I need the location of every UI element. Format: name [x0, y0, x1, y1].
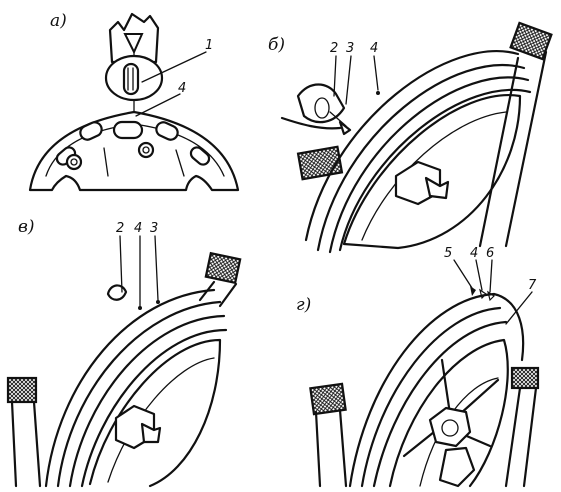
disc-slot-left — [79, 121, 103, 141]
marking-stamp — [122, 62, 140, 96]
callout-5: 5 — [444, 246, 452, 261]
callout-6: 6 — [486, 246, 494, 261]
disc-bolt-hole-right — [137, 141, 155, 159]
disc-slot-center — [112, 120, 144, 140]
spoke — [440, 358, 452, 416]
callout-1: 1 — [205, 38, 213, 53]
disc-slot-far-right — [189, 146, 211, 166]
callout-4: 4 — [470, 246, 478, 261]
callout-2: 2 — [116, 221, 124, 236]
callout-4: 4 — [178, 81, 186, 96]
disc-bolt-hole-left — [65, 153, 83, 171]
disc-slot-right — [155, 121, 179, 141]
spoke — [458, 378, 500, 416]
callout-3: 3 — [346, 41, 354, 56]
callout-4: 4 — [134, 221, 142, 236]
marking-tool-holder — [108, 12, 160, 64]
pulley-rim-outer — [304, 50, 520, 242]
callout-4: 4 — [370, 41, 378, 56]
panel-a-label: а) — [50, 11, 67, 31]
marking-tool-v — [106, 284, 128, 301]
hub-nut — [428, 406, 472, 448]
marking-tool-b — [296, 83, 346, 124]
callout-1-leader — [141, 51, 207, 83]
callout-4-leader — [135, 93, 181, 117]
belt-section-top — [510, 366, 540, 390]
panel-b: б) 2 3 4 — [268, 21, 553, 254]
callout-3: 3 — [150, 221, 158, 236]
belt-section-top — [204, 251, 242, 285]
panel-a: а) 1 4 — [28, 11, 240, 192]
panel-g: г) 5 4 6 7 — [296, 246, 540, 488]
pulley-inner-face — [342, 93, 522, 250]
callout-2: 2 — [330, 41, 338, 56]
pulley-rim-outer — [44, 288, 216, 488]
pulley-rim-outer — [348, 292, 525, 488]
panel-b-label: б) — [268, 35, 285, 55]
belt-section-top — [509, 21, 553, 61]
panel-v: в) 2 4 3 — [6, 217, 242, 488]
callout-7: 7 — [528, 278, 537, 293]
belt-section-bottom — [6, 376, 38, 404]
belt-section-bottom — [309, 382, 347, 416]
punch-tip — [123, 33, 144, 55]
panel-v-label: в) — [18, 217, 35, 237]
panel-g-label: г) — [296, 295, 311, 315]
pulley-spoke-ring — [388, 338, 509, 488]
